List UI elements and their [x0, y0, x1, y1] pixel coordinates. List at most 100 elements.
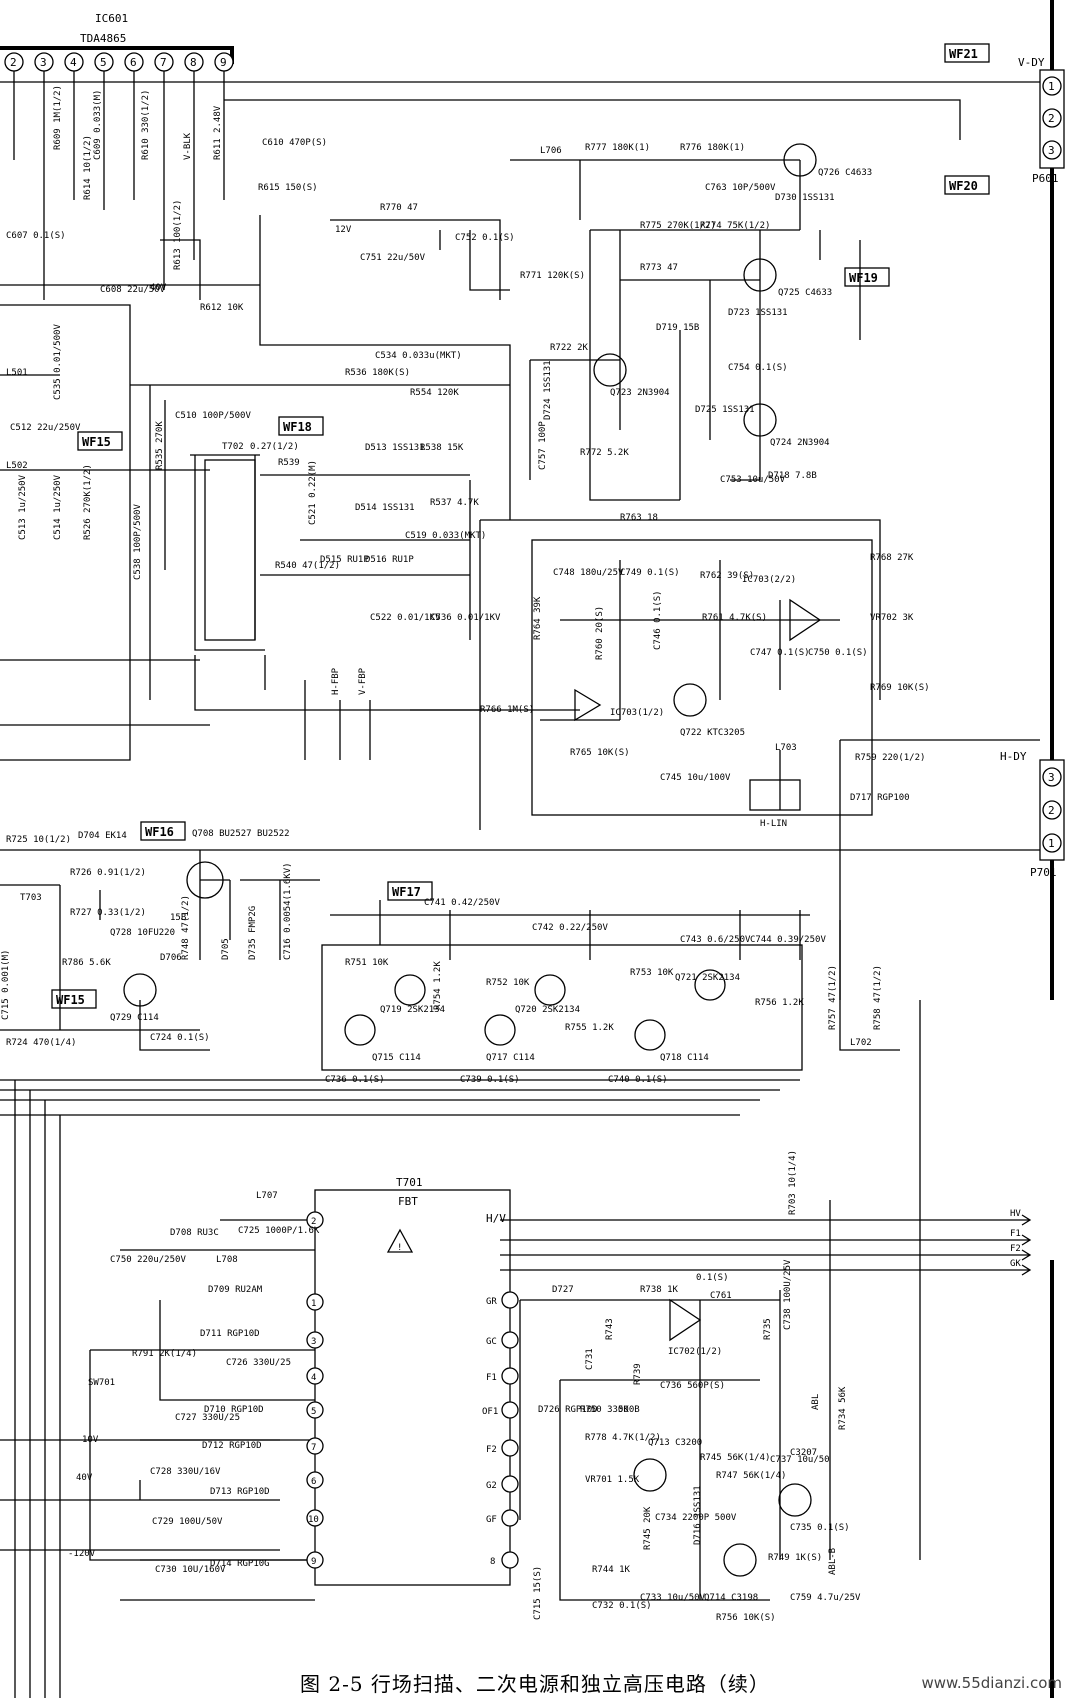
comp-label: IC703(2/2): [742, 575, 796, 585]
wf19-label: WF19: [849, 271, 878, 285]
comp-label: 15B: [170, 913, 186, 923]
comp-label: R745 56K(1/4): [700, 1453, 770, 1463]
fbt-pin: 6: [311, 1477, 316, 1487]
wf18-label: WF18: [283, 420, 312, 434]
out-f2: F2: [1010, 1244, 1021, 1254]
comp-label: C3207: [790, 1448, 817, 1458]
comp-label: L706: [540, 146, 562, 156]
comp-label: R612 10K: [200, 303, 244, 313]
comp-label: Q721 2SK2134: [675, 973, 740, 983]
comp-label: C728 330U/16V: [150, 1467, 221, 1477]
fbt-pin: G2: [486, 1481, 497, 1491]
ic601-pin-circles: 2 3 4 5 6 7 8 9: [4, 52, 234, 72]
comp-label: R735: [763, 1318, 773, 1340]
comp-label: R539: [278, 458, 300, 468]
comp-label: D705: [221, 938, 231, 960]
comp-label: C752 0.1(S): [455, 233, 515, 243]
comp-label: T702: [222, 442, 244, 452]
comp-label: R766 1M(S): [480, 705, 534, 715]
comp-label: R554 120K: [410, 388, 459, 398]
comp-label: Q728 10FU220: [110, 928, 175, 938]
fbt-pin: 4: [311, 1373, 316, 1383]
fbt-pin: 8: [490, 1557, 495, 1567]
p701-pin: 1: [1048, 837, 1055, 850]
comp-label: R722 2K: [550, 343, 589, 353]
comp-label: C741 0.42/250V: [424, 898, 500, 908]
wf16-label: WF16: [145, 825, 174, 839]
wf17-label: WF17: [392, 885, 421, 899]
q719-symbol: [394, 974, 426, 1006]
comp-label: L502: [6, 461, 28, 471]
comp-label: R727 0.33(1/2): [70, 908, 146, 918]
comp-label: C725 1000P/1.6K: [238, 1226, 320, 1236]
comp-label: 10V: [82, 1435, 99, 1445]
comp-label: C521 0.22(M): [308, 460, 318, 525]
comp-label: C759 4.7u/25V: [790, 1593, 861, 1603]
comp-label: D730 1SS131: [775, 193, 835, 203]
wf15-label: WF15: [82, 435, 111, 449]
comp-label: C750 0.1(S): [808, 648, 868, 658]
comp-label: 500B: [618, 1405, 640, 1415]
comp-label: Q715 C114: [372, 1053, 421, 1063]
comp-label: Q719 2SK2134: [380, 1005, 445, 1015]
ic601-pin: 8: [190, 56, 197, 69]
comp-label: R745 20K: [643, 1506, 653, 1550]
p601-pin: 1: [1048, 80, 1055, 93]
p701-pin: 3: [1048, 771, 1055, 784]
p601-signal: V-DY: [1018, 56, 1045, 69]
comp-label: R739: [633, 1363, 643, 1385]
comp-label: R748 47(1/2): [181, 895, 191, 960]
fbt-pin: 5: [311, 1407, 316, 1417]
comp-label: Q722 KTC3205: [680, 728, 745, 738]
comp-label: R756 10K(S): [716, 1613, 776, 1623]
comp-label: R777 180K(1): [585, 143, 650, 153]
comp-label: R772 5.2K: [580, 448, 629, 458]
comp-label: R774 75K(1/2): [700, 221, 770, 231]
fbt-pin: GC: [486, 1337, 497, 1347]
q725-symbol: [743, 258, 777, 292]
p601-pin: 3: [1048, 144, 1055, 157]
ic703-2-symbol: [789, 598, 822, 642]
comp-label: R759 220(1/2): [855, 753, 925, 763]
comp-label: R613 100(1/2): [173, 200, 183, 270]
q708-symbol: [186, 861, 224, 899]
comp-label: R747 56K(1/4): [716, 1471, 786, 1481]
labels-vertical-block: L706 R777 180K(1) R776 180K(1) Q726 C463…: [360, 143, 872, 485]
comp-label: ABL-B: [828, 1548, 838, 1575]
comp-label: C716 0.0054(1.6KV): [283, 862, 293, 960]
comp-label: R744 1K: [592, 1565, 631, 1575]
comp-label: D514 1SS131: [355, 503, 415, 513]
comp-label: C731: [585, 1348, 595, 1370]
comp-label: C753 10u/50V: [720, 475, 786, 485]
wf20-label: WF20: [949, 179, 978, 193]
comp-label: C749 0.1(S): [620, 568, 680, 578]
comp-label: R749 1K(S): [768, 1553, 822, 1563]
comp-label: 40V: [150, 283, 167, 293]
comp-label: SW701: [88, 1378, 115, 1388]
comp-label: C745 10u/100V: [660, 773, 731, 783]
comp-label: R768 27K: [870, 553, 914, 563]
comp-label: C726 330U/25: [226, 1358, 291, 1368]
comp-label: R609 1M(1/2): [53, 85, 63, 150]
fbt-pin: OF1: [482, 1407, 498, 1417]
comp-label: R764 39K: [533, 596, 543, 640]
comp-label: T703: [20, 893, 42, 903]
comp-label: D714 RGP10G: [210, 1559, 270, 1569]
fbt-pin: GR: [486, 1297, 497, 1307]
comp-label: D706: [160, 953, 182, 963]
q722-symbol: [673, 683, 707, 717]
comp-label: C735 0.1(S): [790, 1523, 850, 1533]
wiring: [0, 159, 1040, 1698]
fbt-ref: T701: [396, 1176, 423, 1189]
labels-ic703: R763 18 C748 180u/25V C749 0.1(S) R762 3…: [480, 513, 930, 829]
labels-top-left: R609 1M(1/2) C609 0.033(M) R614 10(1/2) …: [6, 85, 352, 313]
comp-label: 0.1(S): [696, 1273, 729, 1283]
comp-label: D735 FMP2G: [248, 906, 258, 960]
comp-label: D708 RU3C: [170, 1228, 219, 1238]
comp-label: D727: [552, 1285, 574, 1295]
comp-label: L501: [6, 368, 28, 378]
comp-label: Q725 C4633: [778, 288, 832, 298]
comp-label: R743: [605, 1318, 615, 1340]
comp-label: R778 4.7K(1/2): [585, 1433, 661, 1443]
